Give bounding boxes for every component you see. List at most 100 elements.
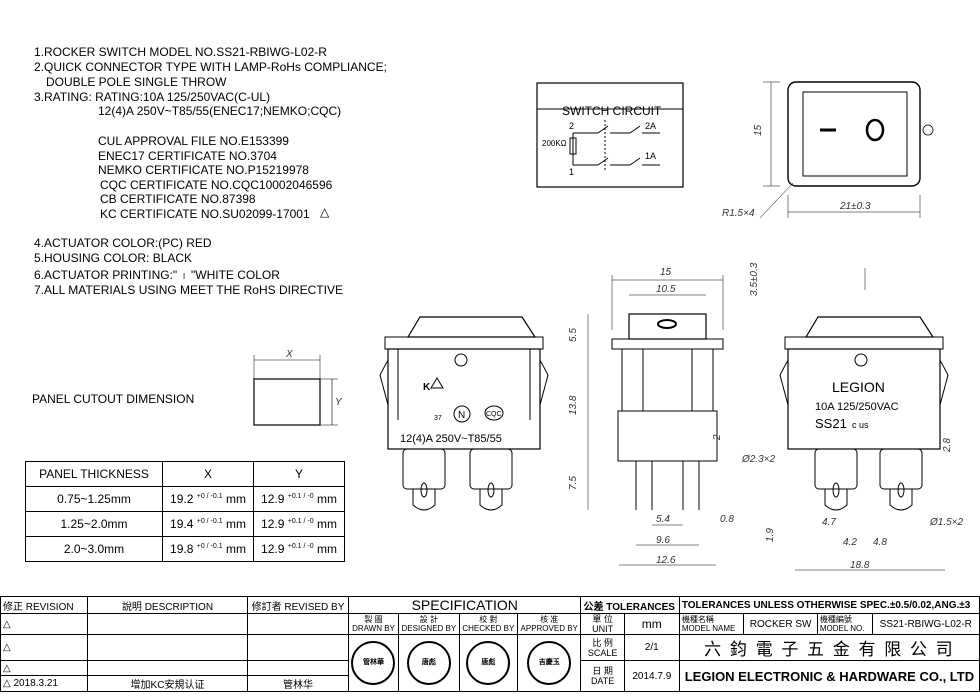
y-tolerance: +0.1 / -0 (287, 543, 314, 550)
dim-35: 3.5±0.3 (749, 262, 760, 296)
approved-by-cn: 核 准 (540, 615, 559, 624)
header-thickness: PANEL THICKNESS (25, 461, 163, 487)
designed-stamp: 唐彪 (406, 641, 451, 685)
scale-cn: 比 例 (592, 637, 613, 648)
r37-mark: 37 (434, 415, 442, 422)
back-rating: 10A 125/250VAC (815, 401, 899, 413)
dim-19: 1.9 (765, 528, 776, 542)
x-tolerance: +0 / -0.1 (196, 543, 223, 550)
x-value: 19.4 (170, 517, 194, 531)
note-connector: 2.QUICK CONNECTOR TYPE WITH LAMP-RoHs CO… (34, 60, 387, 74)
y-value: 12.9 (261, 492, 285, 506)
scale-en: SCALE (587, 647, 618, 658)
model-no-value: SS21-RBIWG-L02-R (871, 613, 980, 635)
title-row-5: △ 2018.3.21 增加KC安規认证 管林华 (0, 675, 980, 692)
warning-triangle-icon: △ (320, 205, 330, 219)
panel-cutout-drawing (253, 355, 338, 426)
note-actuator-color: 4.ACTUATOR COLOR:(PC) RED (34, 236, 212, 250)
approved-stamp-cell: 吉慶玉 (516, 634, 582, 692)
top-view (759, 81, 934, 219)
model-name-en: MODEL NAME (681, 624, 736, 633)
cell-thickness: 1.25~2.0mm (25, 511, 163, 537)
unit: mm (225, 542, 246, 556)
dim-side-width: 15 (660, 267, 672, 278)
drawn-stamp: 管林華 (351, 641, 396, 685)
company-en: LEGION ELECTRONIC & HARDWARE CO., LTD (678, 660, 980, 692)
revised-by-header: 修訂者 REVISED BY (247, 596, 349, 614)
note-rating: 3.RATING: RATING:10A 125/250VAC(C-UL) (34, 90, 271, 104)
date-en: DATE (590, 676, 615, 686)
cert-enec: ENEC17 CERTIFICATE NO.3704 (98, 149, 277, 163)
model-no-cn: 機種編號 (819, 615, 852, 624)
dim-15x2: Ø1.5×2 (929, 517, 964, 528)
switch-circuit: SWITCH CIRCUIT 2 1 2A 1A 200KΩ (536, 82, 684, 188)
dim-top-width: 21±0.3 (839, 201, 871, 212)
tolerance-text: TOLERANCES UNLESS OTHERWISE SPEC.±0.5/0.… (678, 596, 980, 614)
description-header: 說明 DESCRIPTION (87, 596, 248, 614)
note-printing-a: 6.ACTUATOR PRINTING:" (34, 268, 178, 282)
checked-by-en: CHECKED BY (462, 624, 515, 633)
unit-cn: 單 位 (592, 614, 613, 625)
description-cell (87, 613, 248, 635)
back-model: SS21 (815, 416, 847, 431)
checked-by-cn: 校 對 (479, 615, 498, 624)
dim-54: 5.4 (656, 514, 670, 525)
cert-cul: CUL APPROVAL FILE NO.E153399 (98, 134, 289, 148)
unit-en: UNIT (592, 624, 614, 634)
cell-x: 19.2 +0 / -0.1 mm (162, 486, 254, 512)
dim-top-height: 15 (753, 124, 764, 136)
designed-by-en: DESIGNED BY (401, 624, 457, 633)
revision-date: △ 2018.3.21 (0, 675, 88, 692)
dim-126: 12.6 (656, 555, 676, 566)
cert-kc: KC CERTIFICATE NO.SU02099-17001 (100, 207, 310, 221)
front-rating: 12(4)A 250V~T85/55 (400, 433, 502, 445)
unit: mm (316, 517, 337, 531)
description-cell (87, 634, 248, 661)
revised-by-cell (247, 634, 349, 661)
cutout-y-label: Y (335, 397, 343, 408)
pin-1a: 1A (645, 151, 656, 161)
note-housing-color: 5.HOUSING COLOR: BLACK (34, 251, 193, 265)
tolerances-header: 公差 TOLERANCES (580, 596, 680, 614)
y-tolerance: +0.1 / -0 (287, 518, 314, 525)
header-x: X (162, 461, 254, 487)
model-name-value: ROCKER SW (743, 613, 818, 635)
unit: mm (225, 517, 246, 531)
model-no-en: MODEL NO. (819, 624, 865, 633)
panel-thickness-table: PANEL THICKNESS X Y 0.75~1.25mm 19.2 +0 … (25, 461, 345, 562)
brand-label: LEGION (832, 379, 885, 395)
dim-96: 9.6 (656, 535, 670, 546)
revision-triangle-icon: △ (3, 678, 11, 689)
designed-stamp-cell: 唐彪 (397, 634, 460, 692)
dim-48: 4.8 (873, 537, 887, 548)
model-name-cn: 機種名稱 (681, 615, 714, 624)
y-value: 12.9 (261, 542, 285, 556)
approved-stamp: 吉慶玉 (527, 641, 572, 685)
revised-by-cell (247, 660, 349, 676)
revision-triangle-icon: △ (3, 642, 11, 653)
dim-28: 2.8 (942, 438, 953, 453)
drawn-stamp-cell: 管林華 (348, 634, 399, 692)
unit: mm (225, 492, 246, 506)
resistor-label: 200KΩ (542, 139, 567, 148)
revision-header: 修正 REVISION (0, 596, 88, 614)
cell-y: 12.9 +0.1 / -0 mm (253, 511, 345, 537)
table-header-row: PANEL THICKNESS X Y (25, 461, 345, 487)
side-view (587, 275, 724, 566)
note-rohs: 7.ALL MATERIALS USING MEET THE RoHS DIRE… (34, 283, 343, 297)
revision-triangle-icon: △ (3, 662, 11, 674)
title-block: 修正 REVISION 說明 DESCRIPTION 修訂者 REVISED B… (0, 596, 980, 692)
front-view (379, 316, 549, 511)
title-row-1: 修正 REVISION 說明 DESCRIPTION 修訂者 REVISED B… (0, 596, 980, 614)
company-cn: 六 鈞 電 子 五 金 有 限 公 司 (678, 634, 980, 661)
approved-by-en: APPROVED BY (520, 624, 578, 633)
cqc-mark: CQC (486, 411, 502, 418)
